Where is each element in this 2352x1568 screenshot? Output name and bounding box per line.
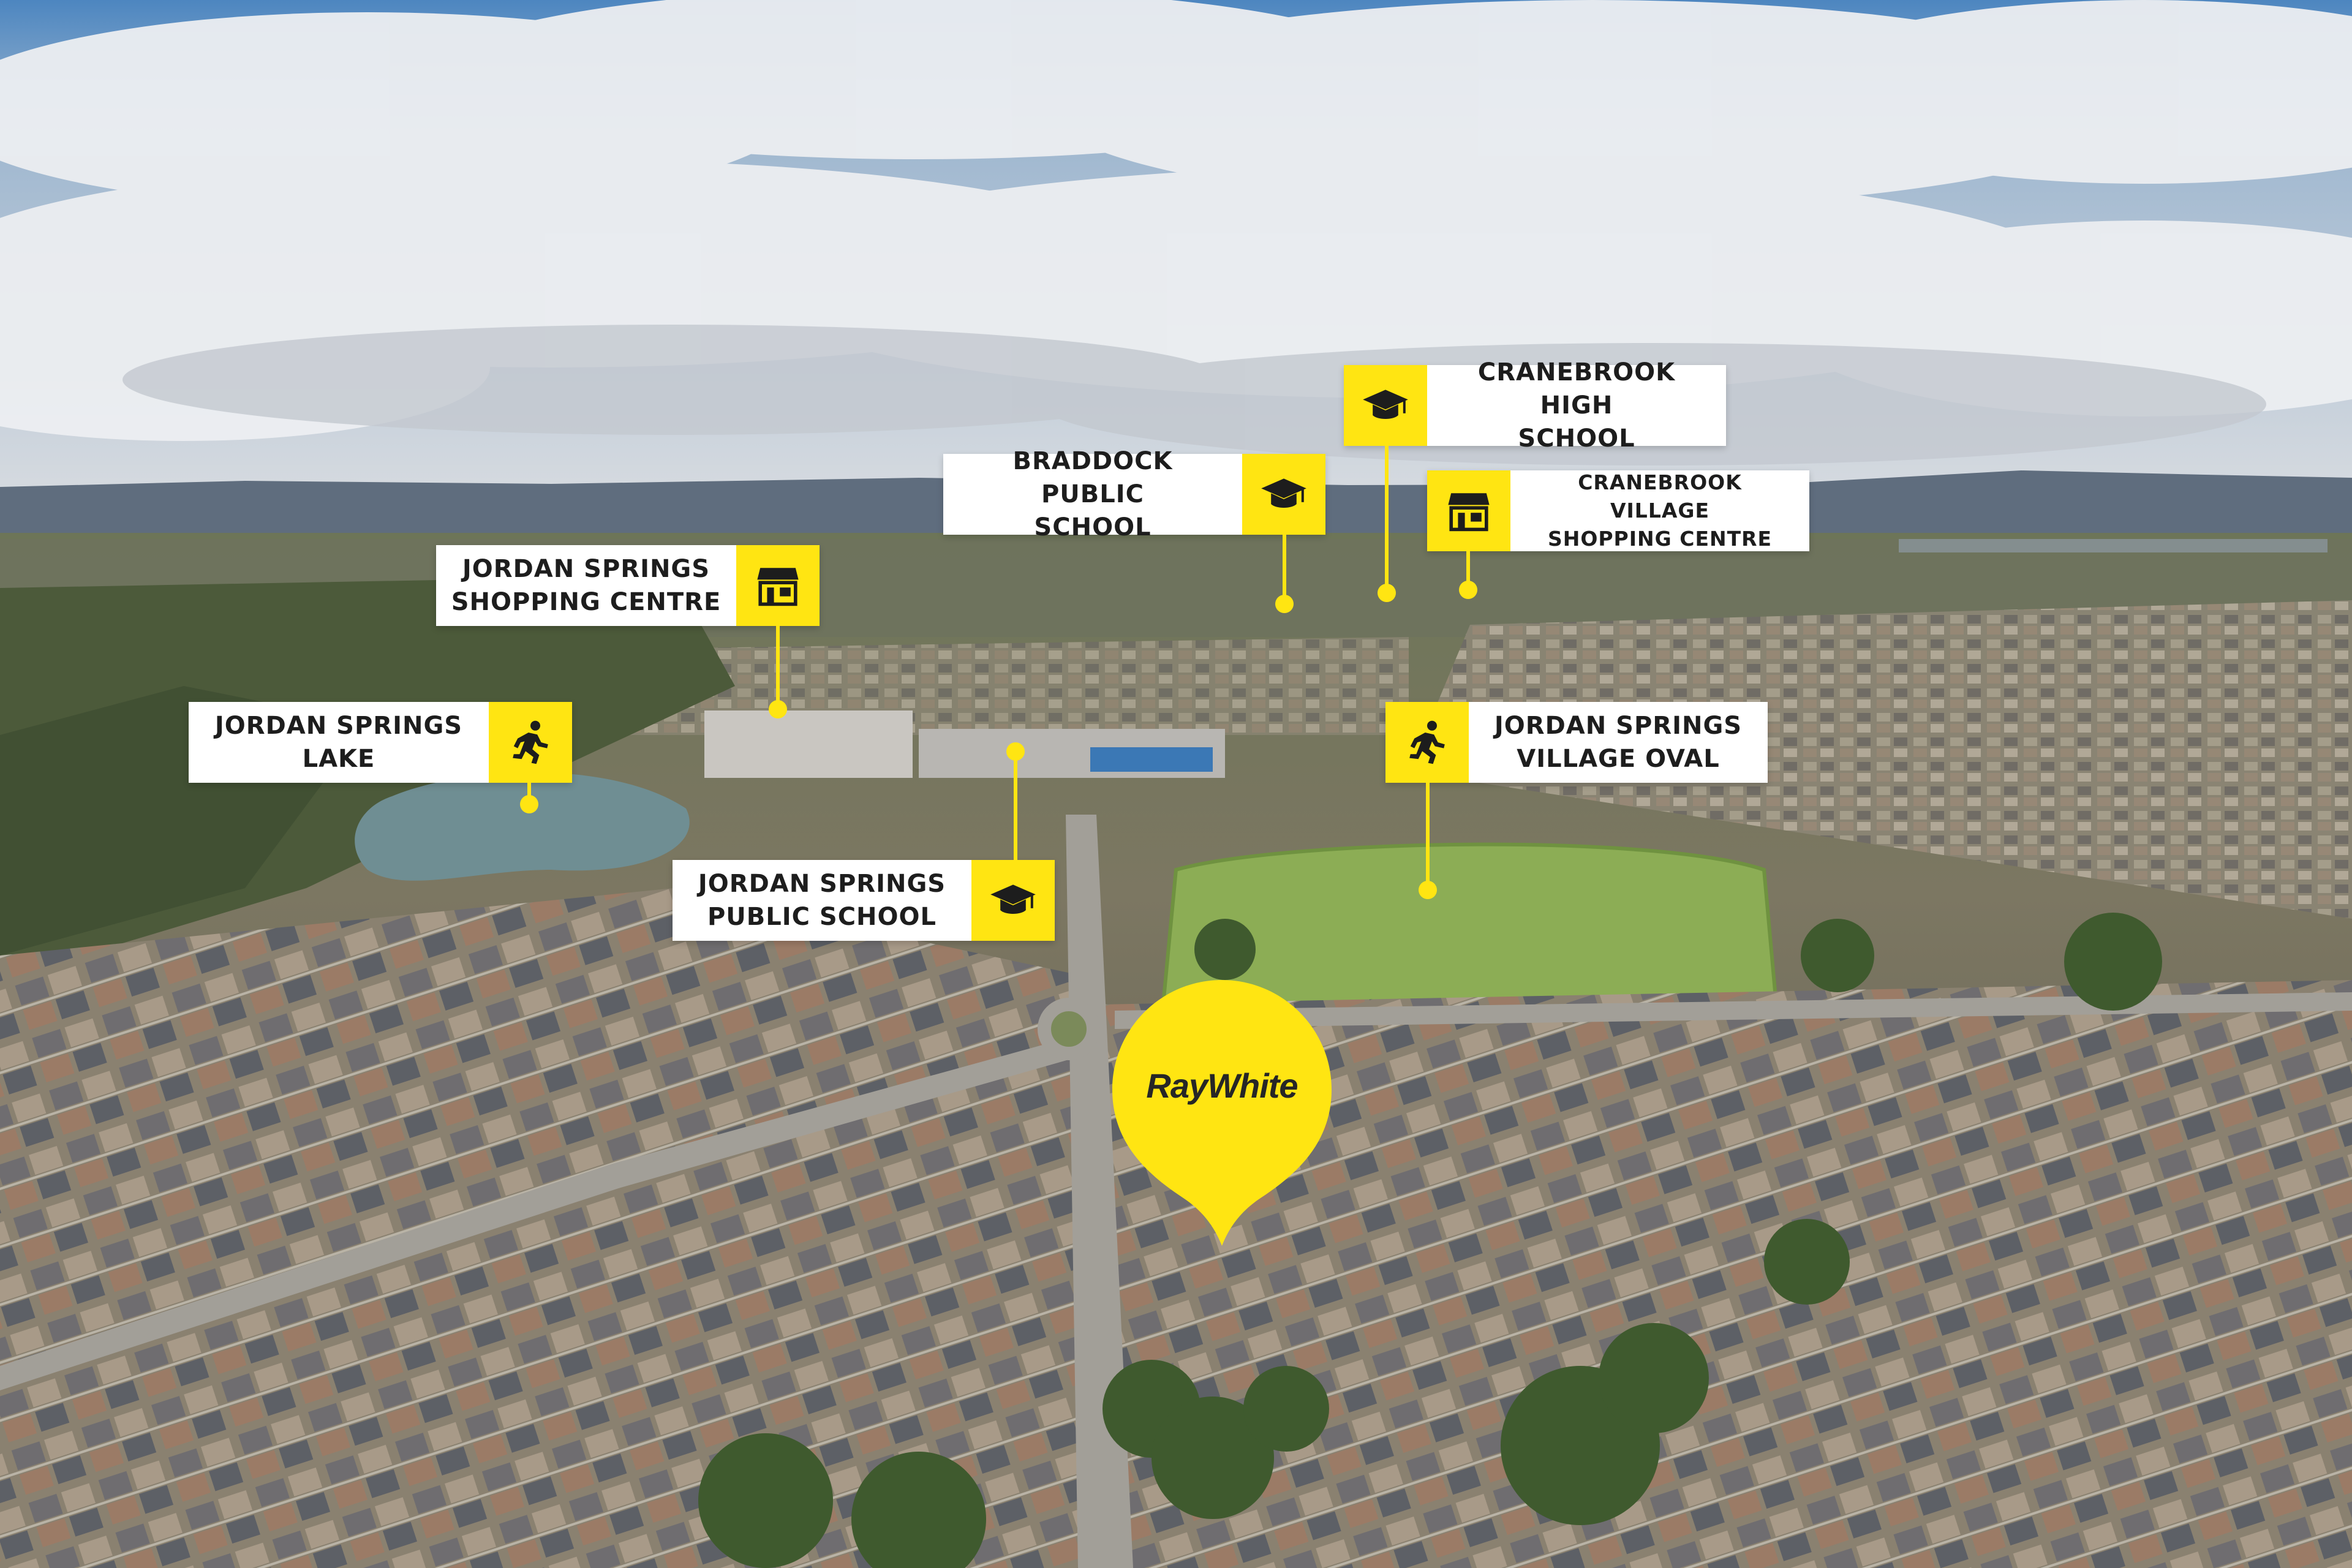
callout-label: JORDAN SPRINGS VILLAGE OVAL	[1494, 712, 1743, 773]
callout-cranebrook-high-school: CRANEBROOK HIGH SCHOOL	[1344, 358, 1726, 453]
callout-label: CRANEBROOK HIGH SCHOOL	[1477, 358, 1676, 453]
location-marker	[520, 795, 538, 813]
callout-stem	[1385, 446, 1389, 587]
callout-stem	[1283, 535, 1286, 602]
location-marker	[1378, 584, 1396, 602]
callout-stem	[1466, 551, 1470, 588]
callout-cranebrook-village-shopping-centre: CRANEBROOK VILLAGE SHOPPING CENTRE	[1427, 470, 1809, 551]
shop-icon	[1427, 470, 1510, 551]
property-location-pin	[1110, 978, 1334, 1248]
graduation-cap-icon	[971, 860, 1055, 941]
callout-stem	[1426, 783, 1430, 887]
callout-jordan-springs-public-school: JORDAN SPRINGS PUBLIC SCHOOL	[673, 860, 1055, 941]
callout-jordan-springs-lake: JORDAN SPRINGS LAKE	[189, 702, 572, 783]
callout-stem	[1014, 746, 1017, 860]
location-marker	[1419, 881, 1437, 899]
callout-label: CRANEBROOK VILLAGE SHOPPING CENTRE	[1547, 470, 1773, 551]
location-marker	[1459, 581, 1477, 599]
callout-jordan-springs-village-oval: JORDAN SPRINGS VILLAGE OVAL	[1385, 702, 1768, 783]
callout-stem	[527, 783, 531, 801]
running-person-icon	[489, 702, 572, 783]
location-marker	[769, 700, 787, 718]
raywhite-logo: RayWhite	[1146, 1066, 1298, 1105]
callout-label: JORDAN SPRINGS PUBLIC SCHOOL	[698, 870, 946, 931]
callout-label: JORDAN SPRINGS LAKE	[214, 712, 463, 773]
callout-braddock-public-school: BRADDOCK PUBLIC SCHOOL	[943, 447, 1325, 541]
location-marker	[1275, 595, 1294, 613]
callout-stem	[776, 626, 780, 706]
graduation-cap-icon	[1242, 454, 1325, 535]
callout-jordan-springs-shopping-centre: JORDAN SPRINGS SHOPPING CENTRE	[436, 545, 820, 626]
graduation-cap-icon	[1344, 365, 1427, 446]
shop-icon	[736, 545, 820, 626]
callout-label: JORDAN SPRINGS SHOPPING CENTRE	[451, 555, 722, 616]
running-person-icon	[1385, 702, 1469, 783]
callout-label: BRADDOCK PUBLIC SCHOOL	[1012, 447, 1173, 541]
location-marker	[1006, 742, 1025, 761]
